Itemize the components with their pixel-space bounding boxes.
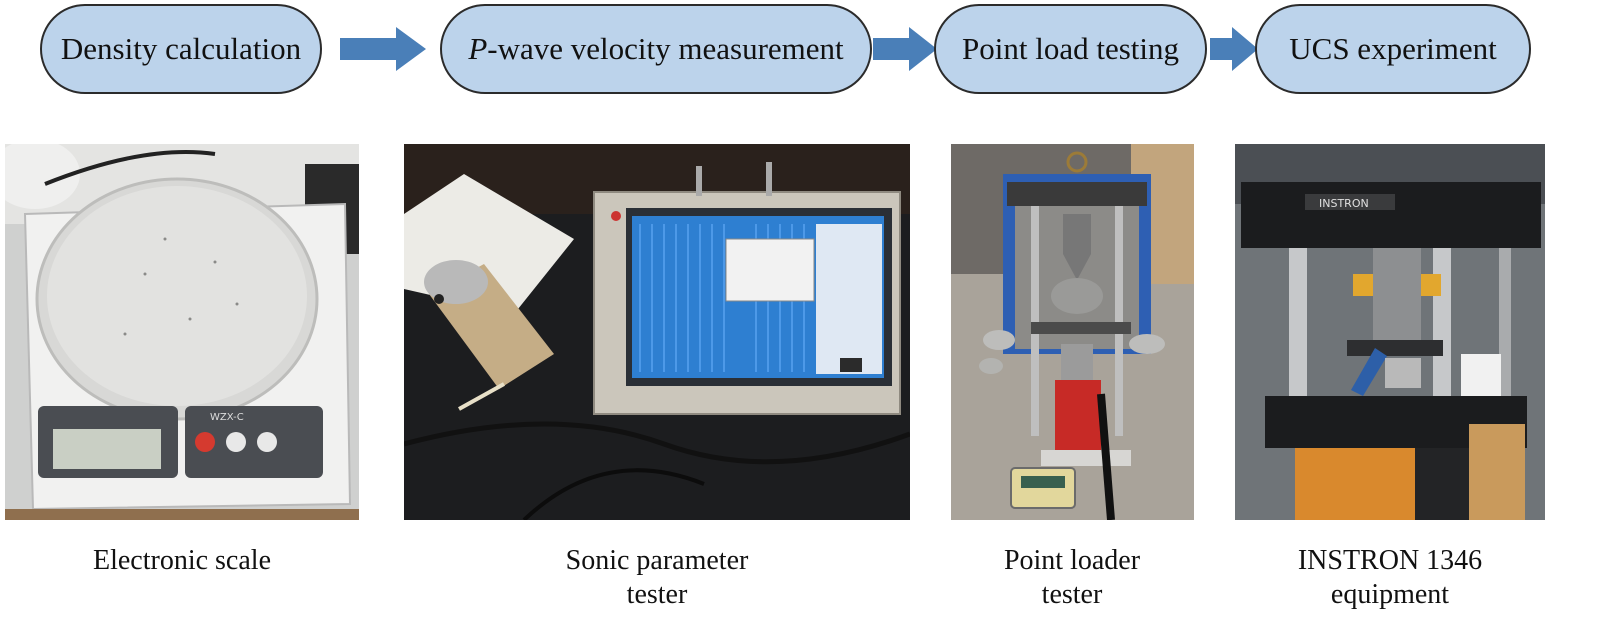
photo-sonic-parameter-tester bbox=[404, 144, 910, 520]
step-label-italic: P bbox=[468, 31, 488, 66]
caption-line: tester bbox=[626, 579, 688, 610]
step-label: UCS experiment bbox=[1289, 31, 1497, 66]
step-label: -wave velocity measurement bbox=[487, 31, 844, 66]
caption-sonic-parameter-tester: Sonic parameter tester bbox=[507, 544, 807, 612]
step-label: Point load testing bbox=[962, 31, 1179, 66]
caption-point-loader-tester: Point loader tester bbox=[952, 544, 1192, 612]
caption-line: Sonic parameter bbox=[565, 545, 749, 576]
instron-brand-text: INSTRON bbox=[1319, 197, 1369, 210]
step-ucs-experiment: UCS experiment bbox=[1255, 4, 1531, 94]
photo-instron-1346: INSTRON bbox=[1235, 144, 1545, 520]
arrow-right-icon bbox=[340, 27, 426, 71]
step-label: Density calculation bbox=[60, 31, 302, 66]
caption-line: tester bbox=[1041, 579, 1103, 610]
step-point-load-testing: Point load testing bbox=[934, 4, 1207, 94]
photo-point-loader-tester bbox=[951, 144, 1194, 520]
caption-line: equipment bbox=[1330, 579, 1450, 610]
caption-instron-1346: INSTRON 1346 equipment bbox=[1240, 544, 1540, 612]
arrow-right-icon bbox=[1210, 27, 1258, 71]
caption-line: Electronic scale bbox=[92, 545, 271, 576]
caption-line: Point loader bbox=[1003, 545, 1141, 576]
step-p-wave-velocity: P-wave velocity measurement bbox=[440, 4, 872, 94]
step-density-calculation: Density calculation bbox=[40, 4, 322, 94]
caption-line: INSTRON 1346 bbox=[1297, 545, 1483, 576]
caption-electronic-scale: Electronic scale bbox=[32, 544, 332, 578]
arrow-right-icon bbox=[873, 27, 937, 71]
photo-electronic-scale: WZX-C bbox=[5, 144, 359, 520]
scale-model-text: WZX-C bbox=[210, 412, 244, 423]
